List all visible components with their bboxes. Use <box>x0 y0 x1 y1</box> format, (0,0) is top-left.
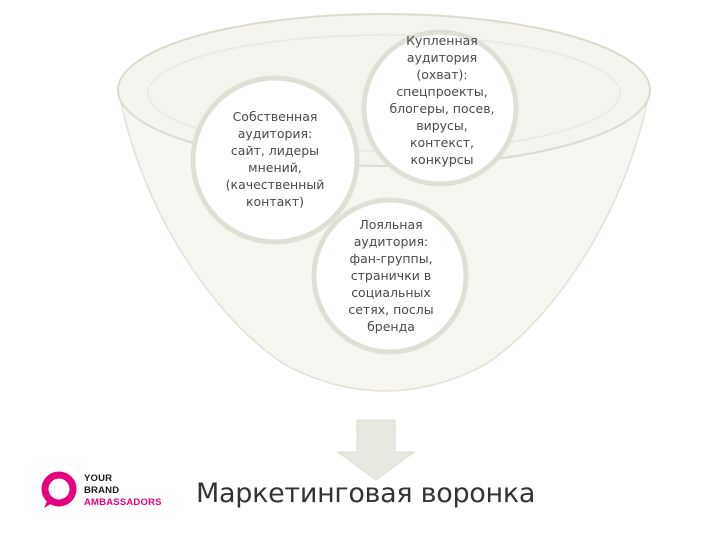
down-arrow-icon <box>336 419 416 481</box>
logo-line-ambassadors: AMBASSADORS <box>84 497 162 508</box>
loyal-audience-circle <box>311 197 469 355</box>
own-audience-text: Собственная аудитория: сайт, лидеры мнен… <box>225 109 325 209</box>
page-title: Маркетинговая воронка <box>196 478 536 509</box>
brand-logo: YOUR BRAND AMBASSADORS <box>40 466 180 518</box>
bought-audience-circle <box>361 29 519 187</box>
bought-audience-text: Купленная аудитория (охват): спецпроекты… <box>389 33 495 167</box>
loyal-audience-text: Лояльная аудитория: фан-группы, страничк… <box>348 217 434 334</box>
own-audience-circle <box>190 75 360 245</box>
logo-line-brand: BRAND <box>84 485 120 496</box>
logo-mark-icon <box>41 471 77 508</box>
logo-line-your: YOUR <box>84 473 113 484</box>
